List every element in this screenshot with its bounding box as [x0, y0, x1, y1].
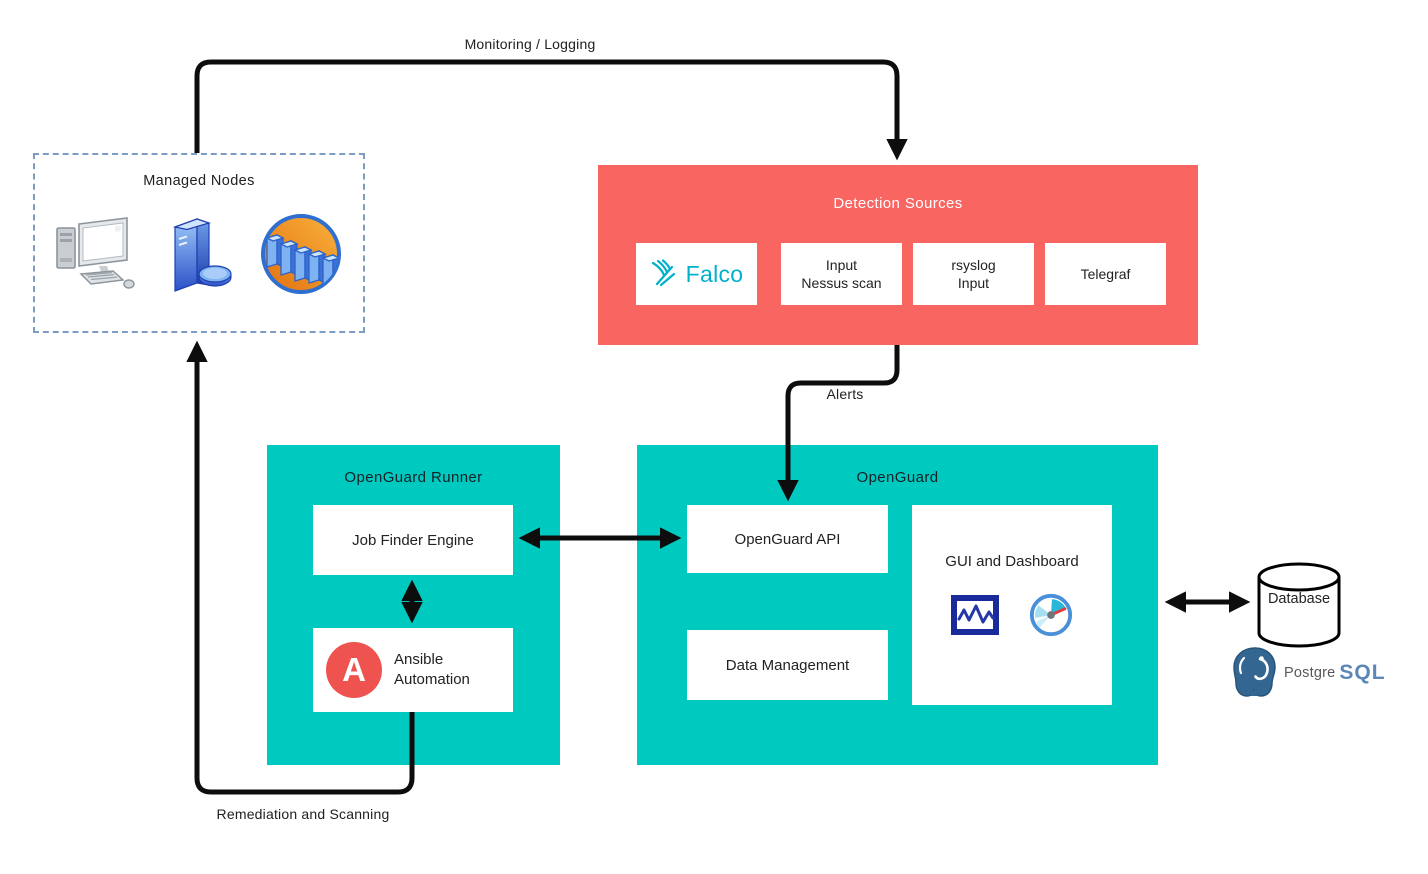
telegraf-chip: Telegraf — [1045, 243, 1166, 305]
falco-label: Falco — [685, 261, 744, 287]
gauge-dashboard-icon — [1029, 593, 1073, 637]
database-node: Database — [1253, 561, 1345, 651]
chip-line: Nessus scan — [801, 275, 882, 291]
falco-bird-icon — [651, 259, 675, 287]
database-label: Database — [1267, 591, 1331, 607]
line-chart-monitor-icon — [951, 595, 999, 635]
detection-sources-title: Detection Sources — [833, 195, 963, 212]
nessus-input-chip: Input Nessus scan — [781, 243, 902, 305]
falco-chip: Falco — [636, 243, 757, 305]
openguard-title: OpenGuard — [856, 469, 939, 486]
managed-nodes-title: Managed Nodes — [143, 173, 255, 189]
openguard-runner-box: OpenGuard Runner Job Finder Engine A Ans… — [267, 445, 560, 765]
ansible-logo-letter: A — [342, 651, 366, 688]
data-management-node: Data Management — [687, 630, 888, 700]
chip-line: rsyslog — [951, 257, 996, 273]
monitoring-logging-arrow — [194, 59, 908, 161]
gui-dashboard-icons — [950, 592, 1074, 638]
server-with-disk-icon — [172, 218, 232, 292]
ansible-label-line1: Ansible — [394, 651, 444, 668]
data-management-label: Data Management — [725, 656, 850, 674]
remediation-scanning-label: Remediation and Scanning — [216, 806, 390, 822]
detection-sources-box: Detection Sources Falco Input Nessus sca… — [598, 165, 1198, 345]
managed-nodes-box: Managed Nodes — [33, 153, 365, 333]
openguard-box: OpenGuard OpenGuard API Data Management … — [637, 445, 1158, 765]
chip-line: Telegraf — [1080, 266, 1131, 282]
openguard-api-node: OpenGuard API — [687, 505, 888, 573]
chip-line: Input — [957, 275, 990, 291]
desktop-computer-icon — [56, 217, 135, 289]
managed-nodes-icons — [35, 199, 363, 309]
job-finder-label: Job Finder Engine — [352, 531, 474, 549]
chip-line: Input — [825, 257, 858, 273]
job-finder-engine-node: Job Finder Engine — [313, 505, 513, 575]
ansible-label: Ansible Automation — [394, 650, 470, 690]
postgresql-elephant-icon — [1233, 647, 1276, 697]
alerts-label: Alerts — [826, 386, 864, 402]
openguard-runner-title: OpenGuard Runner — [344, 469, 483, 486]
monitoring-logging-label: Monitoring / Logging — [464, 36, 596, 52]
ansible-logo-icon: A — [326, 642, 382, 698]
gui-dashboard-label: GUI and Dashboard — [945, 553, 1079, 570]
rsyslog-input-chip: rsyslog Input — [913, 243, 1034, 305]
gui-dashboard-node: GUI and Dashboard — [912, 505, 1112, 705]
ansible-automation-node: A Ansible Automation — [313, 628, 513, 712]
database-cylinder-icon — [1257, 562, 1341, 648]
ansible-label-line2: Automation — [394, 671, 470, 688]
postgresql-sql-text: SQL — [1339, 661, 1386, 684]
openguard-api-label: OpenGuard API — [734, 530, 841, 548]
server-cluster-icon — [261, 214, 341, 294]
postgresql-name-text: Postgre — [1284, 665, 1336, 681]
